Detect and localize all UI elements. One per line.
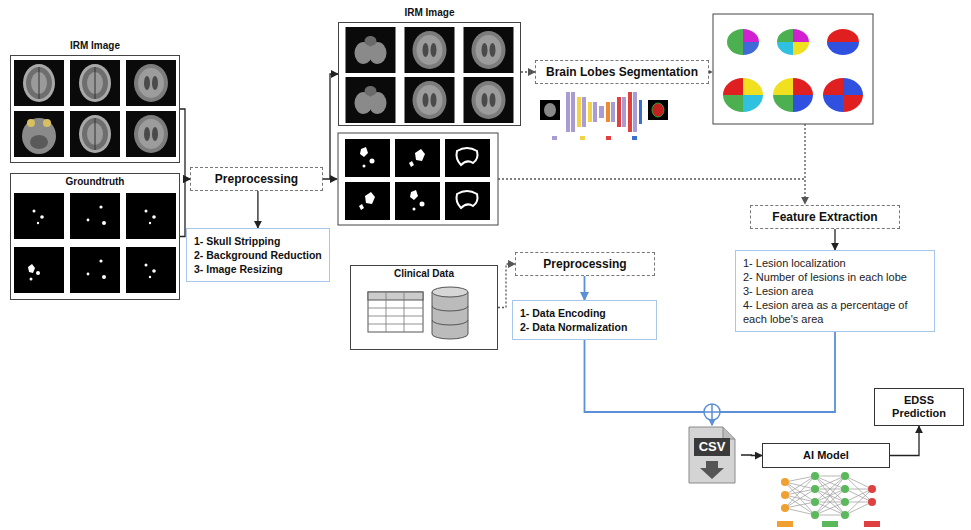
process-box: Feature Extraction — [750, 205, 900, 229]
list-item: 4- Lesion area as a percentage of each l… — [743, 298, 927, 326]
unet-icon — [540, 92, 668, 140]
mask-panel — [338, 133, 498, 225]
box-label: Preprocessing — [201, 172, 312, 186]
list-item: 3- Image Resizing — [194, 262, 322, 276]
merge-symbol — [704, 404, 720, 420]
groundtruth-thumbnails — [14, 193, 176, 293]
step-list: 1- Skull Stripping2- Background Reductio… — [186, 228, 330, 282]
file-label: CSV — [694, 438, 731, 456]
connector — [584, 276, 586, 300]
connector — [834, 229, 835, 250]
step-list: 1- Data Encoding2- Data Normalization — [512, 300, 657, 340]
output-box: EDSS Prediction — [874, 388, 964, 426]
image-panel: Groundtruth — [10, 173, 180, 300]
process-box: Preprocessing — [190, 167, 323, 191]
list-item: 1- Data Encoding — [520, 306, 649, 320]
list-item: 3- Lesion area — [743, 284, 927, 298]
feature-list: 1- Lesion localization2- Number of lesio… — [735, 250, 935, 332]
leader-lines — [330, 72, 805, 204]
process-box: Brain Lobes Segmentation — [535, 60, 709, 84]
connector — [521, 71, 535, 72]
box-label: Brain Lobes Segmentation — [546, 65, 698, 79]
process-box: Preprocessing — [515, 252, 655, 276]
connector — [741, 454, 762, 456]
preprocessed-thumbnails — [346, 27, 514, 123]
box-label: Preprocessing — [526, 257, 644, 271]
list-item: 1- Lesion localization — [743, 256, 927, 270]
lobes-panel — [713, 14, 873, 124]
image-panel: IRM Image — [10, 55, 180, 163]
csv-file-icon: CSV — [683, 425, 741, 485]
box-label: Feature Extraction — [761, 210, 889, 224]
panel-heading: Groundtruth — [11, 174, 179, 188]
connector — [180, 109, 190, 179]
connector — [323, 74, 338, 179]
panel-heading: IRM Image — [339, 7, 520, 19]
database-icon — [368, 287, 468, 339]
box-label: AI Model — [773, 449, 879, 462]
image-panel: IRM Image — [338, 22, 521, 126]
panel-heading: Clinical Data — [351, 266, 497, 280]
connector — [257, 191, 258, 228]
list-item: 2- Data Normalization — [520, 320, 649, 334]
model-box: AI Model — [762, 443, 890, 468]
neural-network-icon — [777, 472, 880, 527]
mri-thumbnails — [14, 60, 176, 157]
list-item: 1- Skull Stripping — [194, 234, 322, 248]
connector — [712, 332, 835, 425]
box-label: EDSS Prediction — [885, 394, 953, 420]
mask-thumbnails — [345, 139, 490, 220]
connector — [890, 426, 919, 456]
panel-heading: IRM Image — [11, 40, 179, 52]
connector — [585, 340, 713, 425]
list-item: 2- Number of lesions in each lobe — [743, 270, 927, 284]
data-panel: Clinical Data — [350, 265, 498, 350]
brain-lobe-maps — [723, 29, 863, 112]
list-item: 2- Background Reduction — [194, 248, 322, 262]
